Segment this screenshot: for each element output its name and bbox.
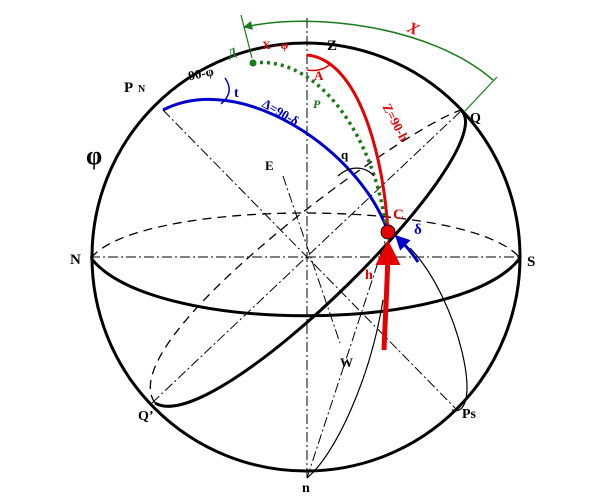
equator-axis xyxy=(151,109,463,404)
label-south-pole: Ps xyxy=(462,407,477,422)
label-delta-equals: Δ=90-δ xyxy=(260,96,302,129)
label-zenith: Z xyxy=(327,38,337,54)
label-south: S xyxy=(527,254,535,270)
label-phi: φ xyxy=(86,141,102,170)
label-a: A xyxy=(314,68,324,83)
label-delta: δ xyxy=(414,222,422,238)
hour-circle-lower xyxy=(409,247,468,411)
declination-arc xyxy=(162,97,390,233)
label-z-equals: Z=90-h xyxy=(379,101,412,145)
label-north-pole-sub: N xyxy=(138,84,146,95)
x-angle-arc xyxy=(243,20,494,81)
x-tick-right xyxy=(463,76,498,113)
point-d xyxy=(249,59,257,67)
celestial-equator-arc xyxy=(154,108,467,408)
horizon-front-arc xyxy=(89,257,522,318)
label-p-green: P xyxy=(313,97,321,111)
n-to-star-line xyxy=(306,231,389,479)
label-west: W xyxy=(340,355,353,370)
zenith-distance-arc xyxy=(306,53,390,233)
label-north: N xyxy=(70,252,81,268)
label-x-minus-phi: X - φ xyxy=(262,38,289,52)
altitude-arrow xyxy=(375,240,401,351)
vertical-circle-lower xyxy=(306,299,384,479)
horizon-back-arc xyxy=(90,212,521,259)
x-tick-left xyxy=(240,14,253,59)
label-equator-bottom: Q’ xyxy=(138,409,154,424)
label-star: C xyxy=(393,207,404,223)
label-nadir: n xyxy=(302,481,310,496)
star-point xyxy=(380,224,396,240)
label-h: h xyxy=(365,268,373,283)
declination-arrow xyxy=(394,234,420,263)
polar-axis xyxy=(162,109,456,409)
q-angle-arc xyxy=(337,167,375,177)
sphere-outline xyxy=(90,41,522,473)
label-north-pole: P xyxy=(124,80,133,96)
label-t: t xyxy=(234,86,239,101)
label-q: q xyxy=(341,147,349,162)
green-dotted-arc xyxy=(252,60,388,229)
a-angle-arc xyxy=(306,62,332,72)
label-east: E xyxy=(265,158,274,173)
back-arcs xyxy=(90,109,521,404)
t-angle-arc xyxy=(220,77,230,105)
label-ninety-minus-phi: 90-φ xyxy=(187,63,215,83)
label-equator-top: Q xyxy=(470,111,481,126)
equator-back-arc xyxy=(149,109,462,404)
